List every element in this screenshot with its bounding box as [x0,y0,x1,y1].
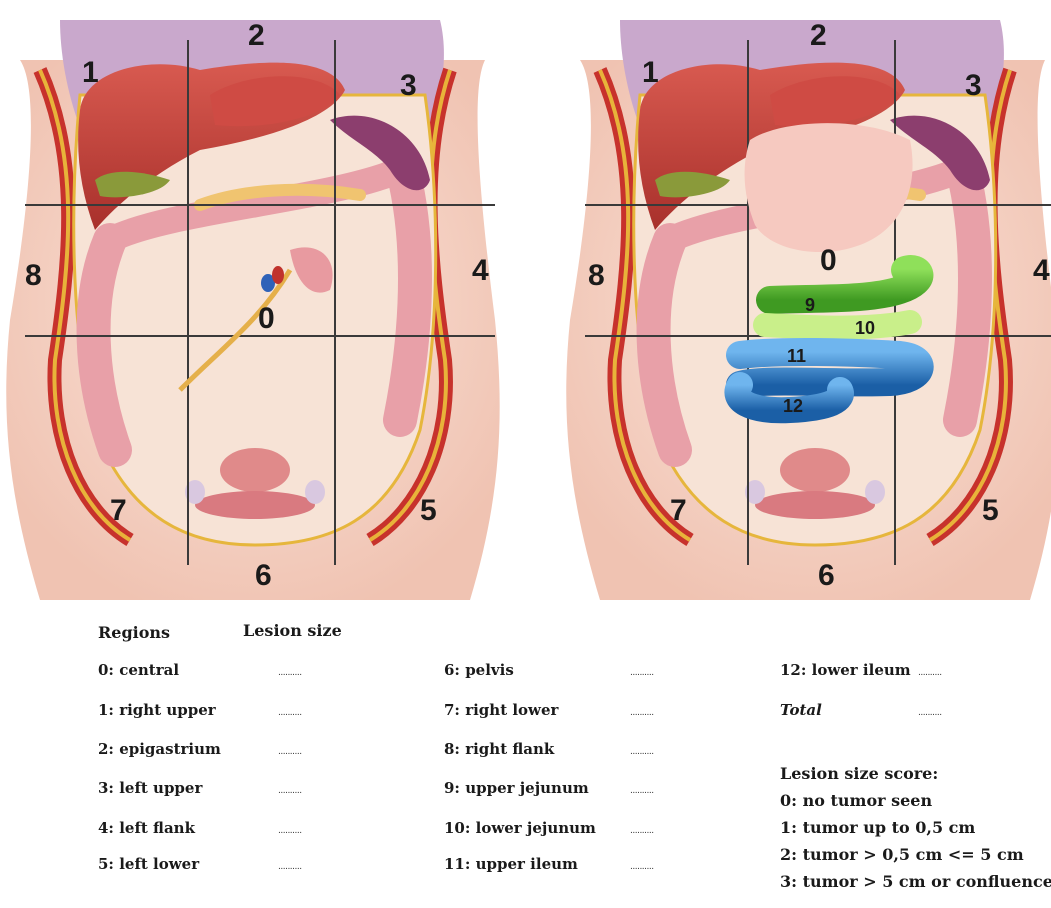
left-region-4: 4 [472,254,489,287]
left-region-3: 3 [400,69,417,102]
header-regions: Regions [98,623,170,642]
left-region-6: 6 [255,559,272,592]
right-region-6: 6 [818,559,835,592]
right-region-1: 1 [642,56,659,89]
right-region-7: 7 [670,494,687,527]
size-blank-6[interactable]: .......... [630,668,654,678]
region-5-label: 5: left lower [98,855,199,873]
left-region-1: 1 [82,56,99,89]
region-0-label: 0: central [98,661,179,679]
region-10-label: 10: lower jejunum [444,819,596,837]
size-blank-7[interactable]: .......... [630,708,654,718]
size-blank-8[interactable]: .......... [630,747,654,757]
region-6-label: 6: pelvis [444,661,514,679]
size-blank-9[interactable]: .......... [630,786,654,796]
region-8-label: 8: right flank [444,740,554,758]
left-region-8: 8 [25,259,42,292]
score-title: Lesion size score: [780,764,938,783]
left-region-5: 5 [420,494,437,527]
bowel-segment-10: 10 [855,318,875,338]
abdominal-regions-figure: 1 2 3 4 5 6 7 8 0 1 2 3 4 5 6 7 8 0 9 10… [0,0,1051,600]
region-4-label: 4: left flank [98,819,195,837]
region-7-label: 7: right lower [444,701,558,719]
header-lesion-size: Lesion size [243,621,342,640]
bowel-segment-11: 11 [787,346,806,366]
right-region-8: 8 [588,259,605,292]
region-3-label: 3: left upper [98,779,202,797]
region-11-label: 11: upper ileum [444,855,578,873]
region-2-label: 2: epigastrium [98,740,221,758]
size-blank-1[interactable]: .......... [278,708,302,718]
right-region-0: 0 [820,244,837,277]
right-region-4: 4 [1033,254,1050,287]
size-blank-3[interactable]: .......... [278,786,302,796]
right-region-3: 3 [965,69,982,102]
size-blank-total[interactable]: .......... [918,708,942,718]
left-region-7: 7 [110,494,127,527]
size-blank-2[interactable]: .......... [278,747,302,757]
total-label: Total [780,701,822,719]
size-blank-11[interactable]: .......... [630,862,654,872]
size-blank-10[interactable]: .......... [630,826,654,836]
size-blank-4[interactable]: .......... [278,826,302,836]
bowel-segment-12: 12 [783,396,803,416]
right-region-2: 2 [810,19,827,52]
right-region-5: 5 [982,494,999,527]
region-9-label: 9: upper jejunum [444,779,589,797]
bowel-segment-9: 9 [805,295,815,315]
left-region-2: 2 [248,19,265,52]
size-blank-5[interactable]: .......... [278,862,302,872]
score-item-2: 2: tumor > 0,5 cm <= 5 cm [780,845,1024,864]
score-item-1: 1: tumor up to 0,5 cm [780,818,975,837]
score-item-3: 3: tumor > 5 cm or confluence [780,872,1051,891]
region-1-label: 1: right upper [98,701,216,719]
size-blank-0[interactable]: .......... [278,668,302,678]
score-item-0: 0: no tumor seen [780,791,932,810]
left-region-0: 0 [258,302,275,335]
size-blank-12[interactable]: .......... [918,668,942,678]
region-12-label: 12: lower ileum [780,661,911,679]
